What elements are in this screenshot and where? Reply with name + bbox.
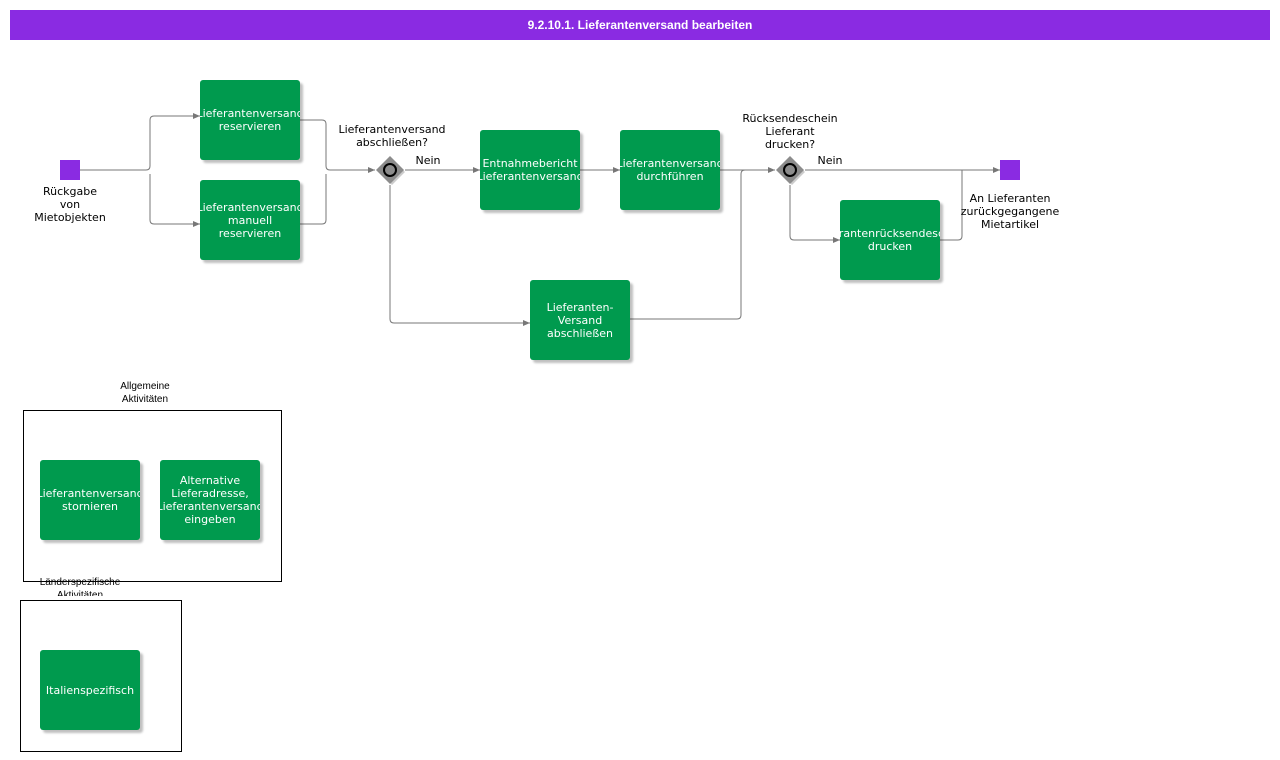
task-lieferantenversand-manuell-reservieren[interactable]: Lieferantenversand manuell reservieren [200, 180, 300, 260]
flow-reserve-to-gateway1 [300, 119, 375, 173]
flow-reserve-manual-to-gateway1 [300, 174, 327, 225]
gateway-ruecksendeschein-drucken[interactable] [775, 155, 805, 185]
flow-start-to-reserve [80, 113, 200, 171]
end-event-label: An Lieferanten zurückgegangene Mietartik… [960, 192, 1060, 231]
task-lieferantenversand-durchfuehren[interactable]: Lieferantenversand durchführen [620, 130, 720, 210]
group-country-label: Länderspezifische Aktivitäten [39, 577, 121, 596]
flow-gateway1-to-abschliessen [389, 185, 530, 326]
gateway2-branch-label: Nein [817, 154, 843, 167]
gateway-lieferantenversand-abschliessen[interactable] [375, 155, 405, 185]
gateway1-branch-label: Nein [415, 154, 441, 167]
start-event-label: Rückgabe von Mietobjekten [34, 185, 106, 224]
flow-ruecksendeschein-to-end [940, 170, 963, 241]
task-lieferantenruecksendeschein-drucken[interactable]: Lieferantenrücksendeschein drucken [840, 200, 940, 280]
gateway2-question: Rücksendeschein Lieferant drucken? [742, 112, 838, 151]
group-country-activities [20, 600, 182, 752]
task-alternative-lieferadresse[interactable]: Alternative Lieferadresse, Lieferantenve… [160, 460, 260, 540]
gateway1-question: Lieferantenversand abschließen? [338, 123, 446, 149]
group-general-activities [23, 410, 282, 582]
diagram-title: 9.2.10.1. Lieferantenversand bearbeiten [10, 10, 1270, 40]
end-event[interactable] [1000, 160, 1020, 180]
flow-gateway2-to-ruecksendeschein [789, 185, 840, 243]
task-lieferantenversand-abschliessen[interactable]: Lieferanten- Versand abschließen [530, 280, 630, 360]
flow-abschliessen-to-gateway2 [630, 169, 746, 320]
task-lieferantenversand-stornieren[interactable]: Lieferantenversand stornieren [40, 460, 140, 540]
task-italienspezifisch[interactable]: Italienspezifisch [40, 650, 140, 730]
task-entnahmebericht[interactable]: Entnahmebericht Lieferantenversand [480, 130, 580, 210]
flow-start-to-reserve-manual [149, 174, 200, 227]
group-general-label: Allgemeine Aktivitäten [120, 381, 170, 405]
task-lieferantenversand-reservieren[interactable]: Lieferantenversand reservieren [200, 80, 300, 160]
start-event[interactable] [60, 160, 80, 180]
